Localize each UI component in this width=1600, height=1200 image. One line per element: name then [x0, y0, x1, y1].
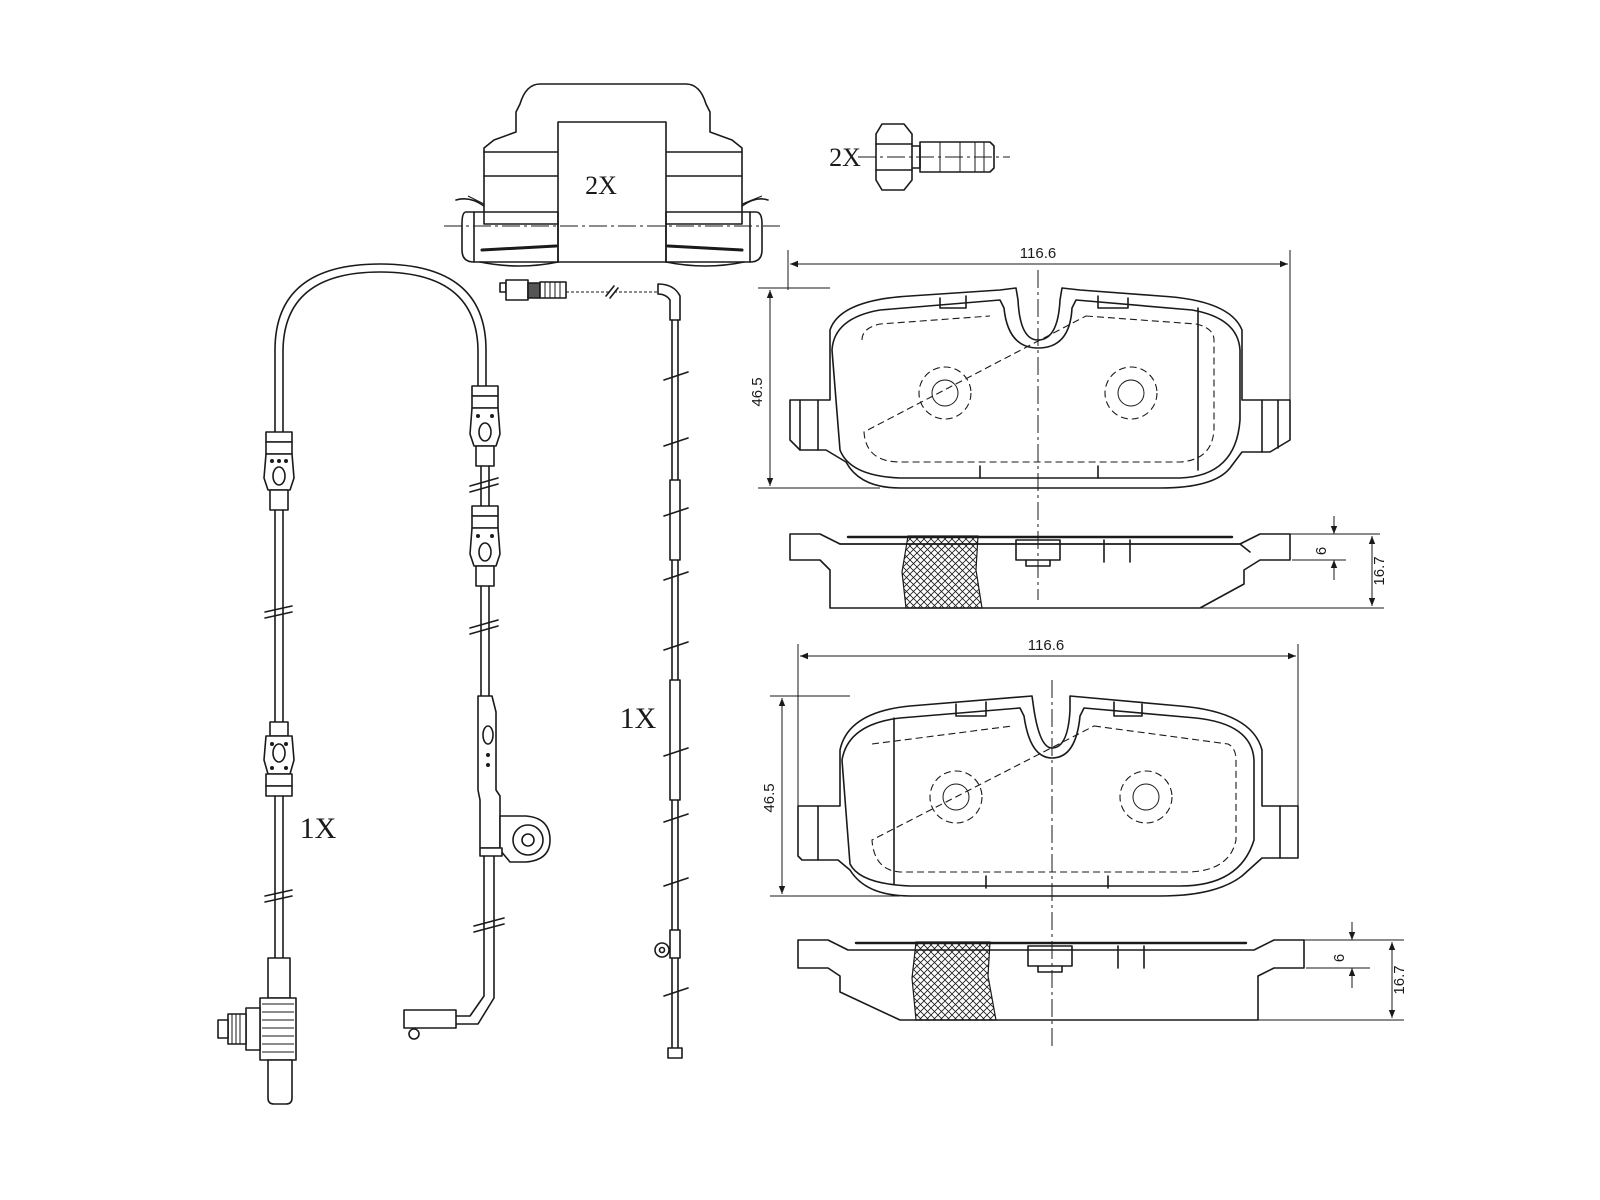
- sensor-center-quantity-label: 1X: [620, 702, 657, 735]
- wear-sensor-center: 1X: [499, 279, 689, 1059]
- guide-bolt: 2X: [829, 123, 1010, 191]
- top-pad-width-dimension: 116.6: [1020, 245, 1056, 262]
- wear-sensor-center-left: [403, 385, 551, 1040]
- sensor-left-quantity-label: 1X: [300, 812, 337, 845]
- brake-pad-top-face: 116.6 46.5: [749, 245, 1291, 600]
- anti-rattle-clip: 2X: [444, 83, 780, 267]
- wear-sensor-left: 1X: [217, 263, 487, 1105]
- bottom-pad-backplate-dimension: 6: [1331, 954, 1348, 962]
- top-pad-height-dimension: 46.5: [749, 377, 766, 406]
- bottom-pad-width-dimension: 116.6: [1028, 637, 1064, 654]
- bottom-pad-thickness-dimension: 16.7: [1391, 965, 1408, 994]
- brake-pad-top-side: 6 16.7: [789, 516, 1388, 609]
- brake-pad-bottom-face: 116.6 46.5: [761, 637, 1299, 1050]
- brake-pad-bottom-side: 6 16.7: [797, 922, 1408, 1021]
- top-pad-thickness-dimension: 16.7: [1371, 556, 1388, 585]
- bolt-quantity-label: 2X: [829, 143, 861, 172]
- clip-quantity-label: 2X: [585, 171, 617, 200]
- top-pad-backplate-dimension: 6: [1313, 547, 1330, 555]
- bottom-pad-height-dimension: 46.5: [761, 783, 778, 812]
